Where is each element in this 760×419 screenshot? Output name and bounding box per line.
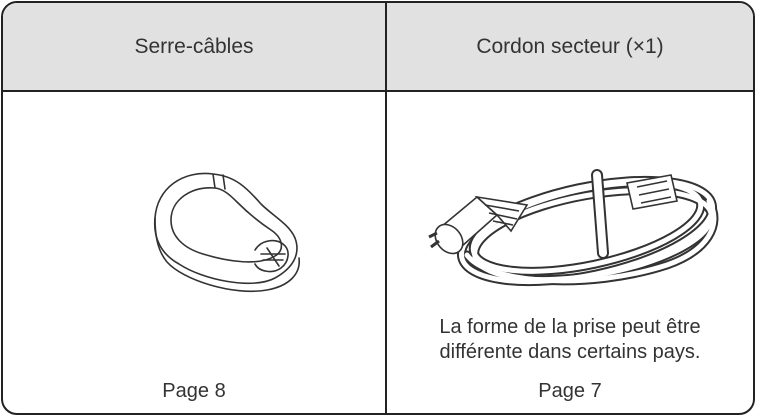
cable-tie-header: Serre-câbles [3, 3, 385, 90]
cable-tie-page-ref: Page 8 [162, 380, 226, 402]
plug-shape-note: La forme de la prise peut être différent… [439, 316, 701, 363]
accessory-cell-power-cord: Cordon secteur (×1) [387, 3, 753, 413]
accessory-cell-cable-tie: Serre-câbles Page 8 [3, 3, 385, 413]
power-cord-header: Cordon secteur (×1) [387, 3, 753, 90]
power-cord-icon [428, 169, 719, 287]
header-divider [3, 90, 385, 92]
power-cord-title: Cordon secteur (×1) [476, 34, 664, 58]
header-divider [387, 90, 753, 92]
power-cord-page-ref: Page 7 [538, 380, 602, 402]
cable-tie-icon [153, 172, 300, 293]
cable-tie-title: Serre-câbles [134, 34, 254, 58]
column-divider [385, 3, 387, 413]
